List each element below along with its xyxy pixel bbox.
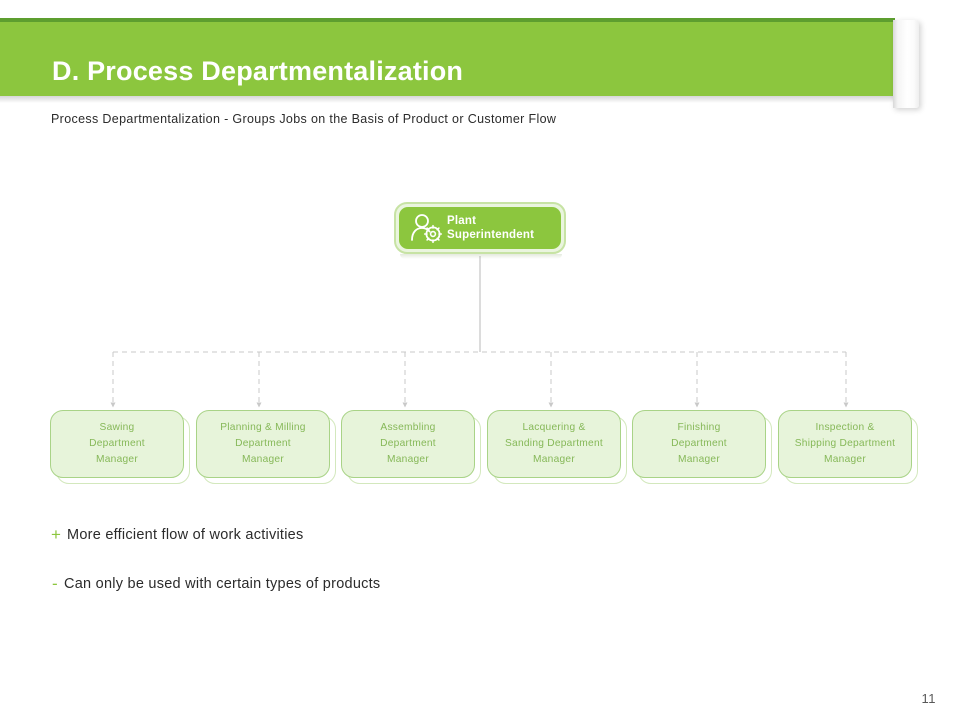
bullet-text: Can only be used with certain types of p… [64,576,381,592]
department-box: Inspection & Shipping Department Manager [778,410,912,478]
bullet-list: + More efficient flow of work activities… [51,524,751,622]
department-label-line1: Sawing [99,422,135,434]
department-box: Finishing Department Manager [632,410,766,478]
minus-marker-icon: - [52,574,58,593]
department-label-line2: Shipping Department [794,438,896,450]
root-node-label: Plant Superintendent [447,214,540,243]
department-label-line3: Manager [387,453,429,465]
org-node-department-3[interactable]: Assembling Department Manager [341,410,481,484]
department-label-line1: Finishing [677,422,721,434]
department-label-line1: Lacquering & [522,422,586,434]
org-node-department-2[interactable]: Planning & Milling Department Manager [196,410,336,484]
department-label-line1: Inspection & [815,422,875,434]
root-node-label-line2: Superintendent [447,229,535,241]
department-label-line2: Department [380,438,436,450]
department-label-line3: Manager [824,453,866,465]
bullet-item-disadvantage: - Can only be used with certain types of… [51,573,751,603]
department-label-line3: Manager [533,453,575,465]
department-label: Assembling Department Manager [380,420,436,467]
department-box: Sawing Department Manager [50,410,184,478]
header-page-curl [893,20,919,108]
org-node-department-1[interactable]: Sawing Department Manager [50,410,190,484]
bullet-text: More efficient flow of work activities [67,527,304,543]
page-title: D. Process Departmentalization [52,56,464,86]
org-node-root[interactable]: Plant Superintendent [394,202,566,259]
department-label: Sawing Department Manager [89,420,145,467]
department-label-line1: Planning & Milling [220,422,306,434]
department-label-line2: Sanding Department [505,438,603,450]
org-chart: Plant Superintendent Sawing Department M… [0,180,960,510]
department-label-line2: Department [89,438,145,450]
root-node-shadow [400,254,562,259]
department-label: Finishing Department Manager [671,420,727,467]
root-node-body: Plant Superintendent [399,207,561,249]
bullet-item-advantage: + More efficient flow of work activities [51,524,751,554]
department-label-line2: Department [671,438,727,450]
page-number: 11 [921,691,936,706]
department-label: Inspection & Shipping Department Manager [795,420,895,467]
slide-subtitle: Process Departmentalization - Groups Job… [51,112,557,126]
plus-marker-icon: + [51,525,61,544]
header-band [0,22,895,96]
department-label-line1: Assembling [380,422,436,434]
header-band-shadow [0,96,895,103]
person-gear-icon [407,211,447,245]
department-box: Assembling Department Manager [341,410,475,478]
department-box: Planning & Milling Department Manager [196,410,330,478]
department-row: Sawing Department Manager Planning & Mil… [0,410,960,496]
org-node-department-6[interactable]: Inspection & Shipping Department Manager [778,410,918,484]
header-top-stripe [0,18,895,23]
root-node-label-line1: Plant [447,214,477,227]
slide-header: D. Process Departmentalization [0,18,930,108]
org-node-department-5[interactable]: Finishing Department Manager [632,410,772,484]
department-label: Planning & Milling Department Manager [220,420,305,467]
org-node-department-4[interactable]: Lacquering & Sanding Department Manager [487,410,627,484]
department-label-line3: Manager [242,453,284,465]
department-label: Lacquering & Sanding Department Manager [505,420,603,467]
department-box: Lacquering & Sanding Department Manager [487,410,621,478]
department-label-line2: Department [235,438,291,450]
department-label-line3: Manager [96,453,138,465]
department-label-line3: Manager [678,453,720,465]
